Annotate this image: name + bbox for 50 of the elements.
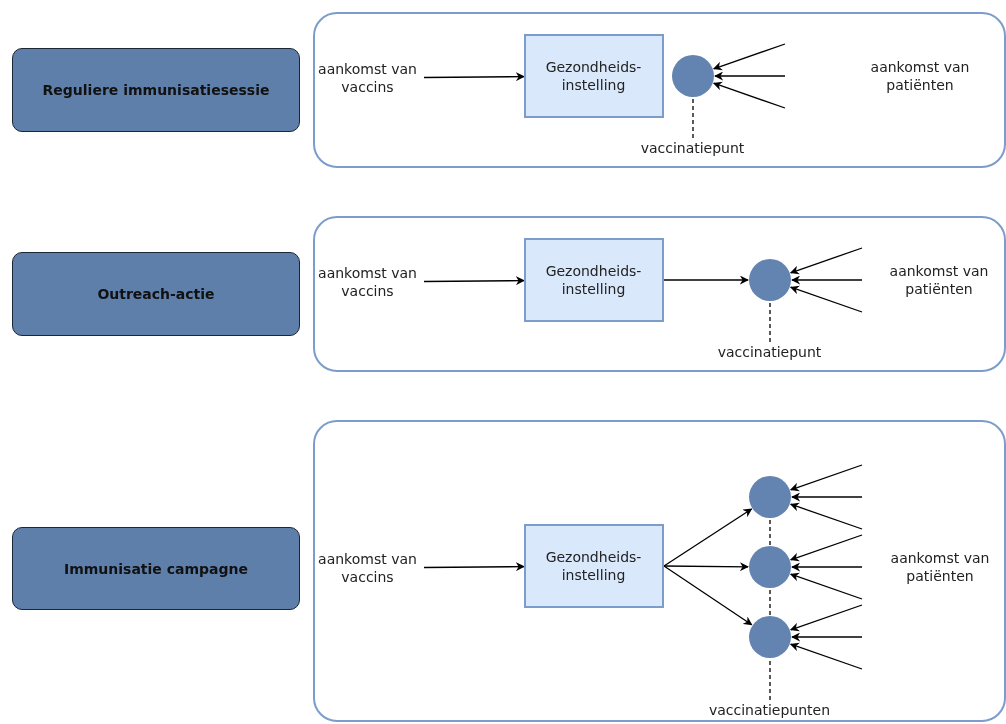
vaccination-point-circle (748, 475, 791, 518)
section-panel (313, 12, 1006, 168)
arrow (423, 72, 525, 82)
section-label-box: Immunisatie campagne (12, 527, 300, 610)
arrival-text: aankomst van patiënten (889, 549, 991, 585)
leader-line (769, 301, 771, 343)
section-label-box: Outreach-actie (12, 252, 300, 336)
arrow (789, 604, 863, 632)
section-label-box: Reguliere immunisatiesessie (12, 48, 300, 132)
arrow (712, 43, 786, 71)
vaccination-point-circle (671, 54, 714, 97)
arrival-text: aankomst van patiënten (869, 58, 971, 94)
arrow (791, 492, 863, 502)
flow-text: aankomst van vaccins (311, 261, 424, 302)
arrow (714, 71, 786, 81)
leader-line (769, 658, 771, 701)
arrow (663, 508, 753, 567)
facility-box: Gezondheids- instelling (523, 237, 664, 322)
arrow (789, 502, 863, 530)
flow-text: vaccinatiepunt (627, 137, 758, 158)
arrow (663, 275, 749, 285)
arrow (789, 572, 863, 600)
vaccination-point-circle (748, 545, 791, 588)
arrow (789, 642, 863, 670)
arrow (663, 562, 749, 572)
vaccination-point-circle (748, 258, 791, 301)
section-panel (313, 216, 1006, 372)
vaccination-point-circle (748, 615, 791, 658)
arrow (791, 562, 863, 572)
arrow (423, 276, 525, 286)
flow-text: vaccinatiepunt (699, 341, 840, 362)
leader-line (769, 588, 771, 616)
arrow (789, 285, 863, 313)
arrow (789, 534, 863, 562)
arrow (423, 562, 525, 572)
section-panel (313, 420, 1006, 722)
flow-text: aankomst van vaccins (311, 57, 424, 98)
arrow (789, 464, 863, 492)
leader-line (769, 518, 771, 546)
arrow (789, 247, 863, 275)
flow-text: vaccinatiepunten (689, 699, 850, 720)
arrow (791, 275, 863, 285)
arrow (663, 565, 753, 626)
facility-box: Gezondheids- instelling (523, 33, 664, 118)
leader-line (692, 97, 694, 139)
arrow (712, 81, 786, 109)
arrival-text: aankomst van patiënten (888, 262, 990, 298)
arrow (791, 632, 863, 642)
flow-text: aankomst van vaccins (311, 547, 424, 588)
facility-box: Gezondheids- instelling (523, 523, 664, 608)
